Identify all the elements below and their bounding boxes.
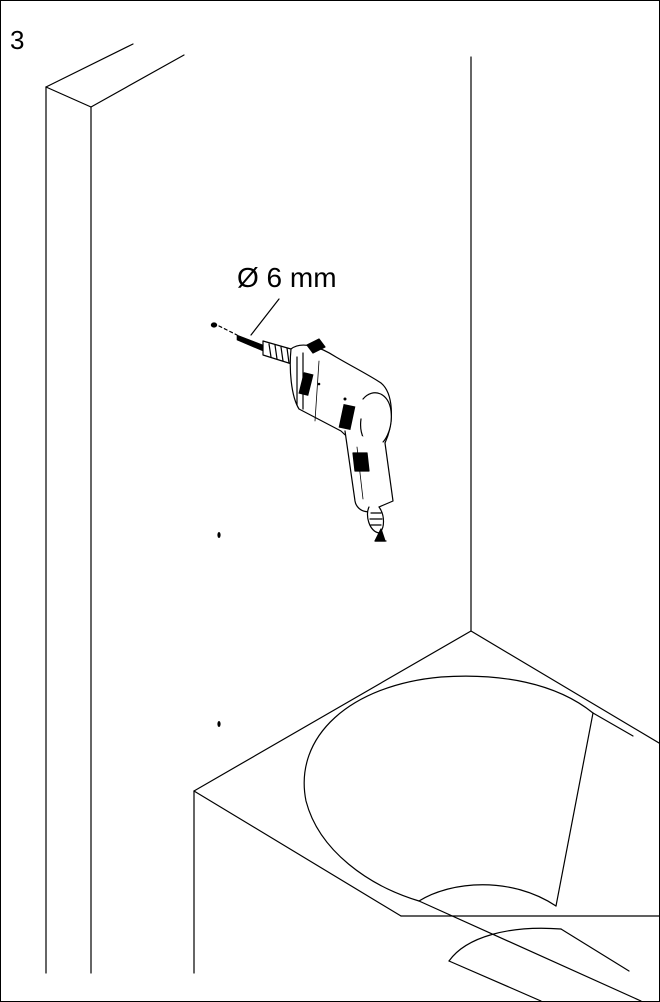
drill-bit-diameter-label: Ø 6 mm	[237, 262, 337, 293]
bathtub	[194, 631, 659, 1001]
drill-icon	[236, 334, 393, 541]
drill-hole-mark-bottom	[217, 721, 221, 727]
step-number: 3	[10, 25, 25, 55]
drill-hole-marks	[211, 323, 221, 727]
drill-hole-mark-middle	[217, 532, 221, 538]
dimension-leader	[251, 299, 279, 335]
door-frame	[46, 44, 184, 973]
drilling-direction	[219, 326, 237, 335]
drill-hole-mark-top	[211, 323, 216, 327]
